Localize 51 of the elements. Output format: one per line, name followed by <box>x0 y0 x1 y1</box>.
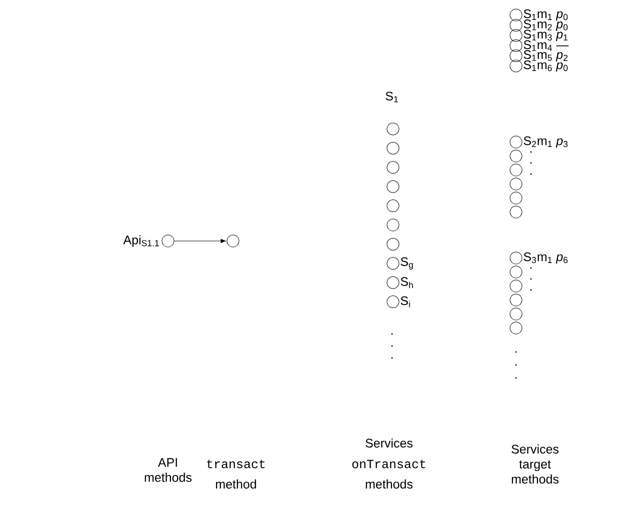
arrow <box>174 238 226 244</box>
method-circle <box>510 322 522 334</box>
method-label: S$_{1}$m$_{2}$ p$_{0}$ <box>524 20 568 31</box>
method-circle <box>510 294 522 306</box>
column-caption: method <box>216 479 256 489</box>
method-label: S$_{h}$ <box>400 277 413 288</box>
method-circle <box>386 276 400 289</box>
method-circle <box>510 60 522 72</box>
method-circle <box>386 257 400 270</box>
method-circle <box>510 39 522 52</box>
method-circle <box>386 200 400 212</box>
column-caption: API methods <box>144 458 192 482</box>
method-circle <box>162 234 174 248</box>
method-circle <box>510 50 522 62</box>
method-circle <box>510 192 522 204</box>
method-circle <box>510 206 522 218</box>
method-circle <box>510 178 522 190</box>
column-caption: onTransact <box>352 460 426 468</box>
method-circle <box>386 122 400 136</box>
method-circle <box>510 252 522 264</box>
column-header: S$_{1}$ <box>386 92 398 102</box>
method-circle <box>386 161 400 174</box>
column-caption: transact <box>207 460 265 468</box>
method-circle <box>510 266 522 278</box>
method-label: S$_{3}$m$_{1}$ p$_{6}$ <box>524 252 568 264</box>
method-circle <box>386 218 400 232</box>
method-circle <box>386 180 400 193</box>
column-caption: Services target methods <box>512 444 559 484</box>
method-circle <box>226 234 240 248</box>
method-circle <box>510 136 522 148</box>
method-label: S$_{2}$m$_{1}$ p$_{3}$ <box>524 136 568 148</box>
column-caption: Services <box>366 438 413 448</box>
method-label: Api$_{S1.1}$ <box>123 235 159 247</box>
method-label: S$_{1}$m$_{4}$ — <box>524 40 569 51</box>
method-label: S$_{1}$m$_{6}$ p$_{0}$ <box>524 60 568 72</box>
method-circle <box>510 280 522 292</box>
method-label: S$_{1}$m$_{1}$ p$_{0}$ <box>524 9 568 21</box>
method-circle <box>510 308 522 320</box>
method-label: S$_{i}$ <box>400 296 410 308</box>
method-circle <box>386 238 400 250</box>
column-caption: methods <box>366 479 413 489</box>
method-label: S$_{g}$ <box>400 257 413 270</box>
method-label: S$_{1}$m$_{3}$ p$_{1}$ <box>524 30 568 42</box>
method-circle <box>510 150 522 162</box>
method-circle <box>510 18 522 32</box>
method-label: S$_{1}$m$_{5}$ p$_{2}$ <box>524 50 568 62</box>
method-circle <box>510 164 522 176</box>
method-circle <box>510 29 522 42</box>
method-circle <box>386 142 400 154</box>
method-circle <box>510 8 522 22</box>
method-circle <box>386 296 400 308</box>
